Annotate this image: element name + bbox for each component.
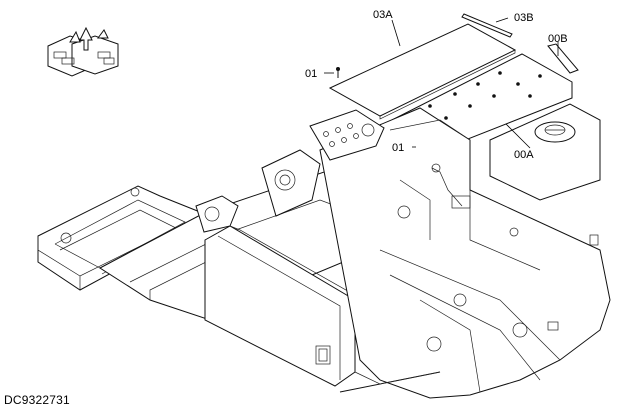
upper-structure-frame bbox=[37, 103, 611, 399]
callout-01-top: 01 bbox=[305, 68, 317, 80]
seal-strip-00B bbox=[547, 43, 579, 74]
seal-strip-03B bbox=[461, 13, 513, 38]
bolt-01-top bbox=[336, 67, 340, 78]
callout-00B: 00B bbox=[548, 33, 568, 45]
callout-03A: 03A bbox=[373, 9, 393, 21]
callout-leaders bbox=[324, 17, 559, 149]
callout-03B: 03B bbox=[514, 12, 534, 24]
document-id: DC9322731 bbox=[4, 393, 70, 407]
machine-orientation-icon bbox=[47, 26, 119, 77]
callout-01-mid: 01 bbox=[392, 142, 404, 154]
callout-00A: 00A bbox=[514, 149, 534, 161]
cover-plate-03A bbox=[328, 23, 517, 120]
